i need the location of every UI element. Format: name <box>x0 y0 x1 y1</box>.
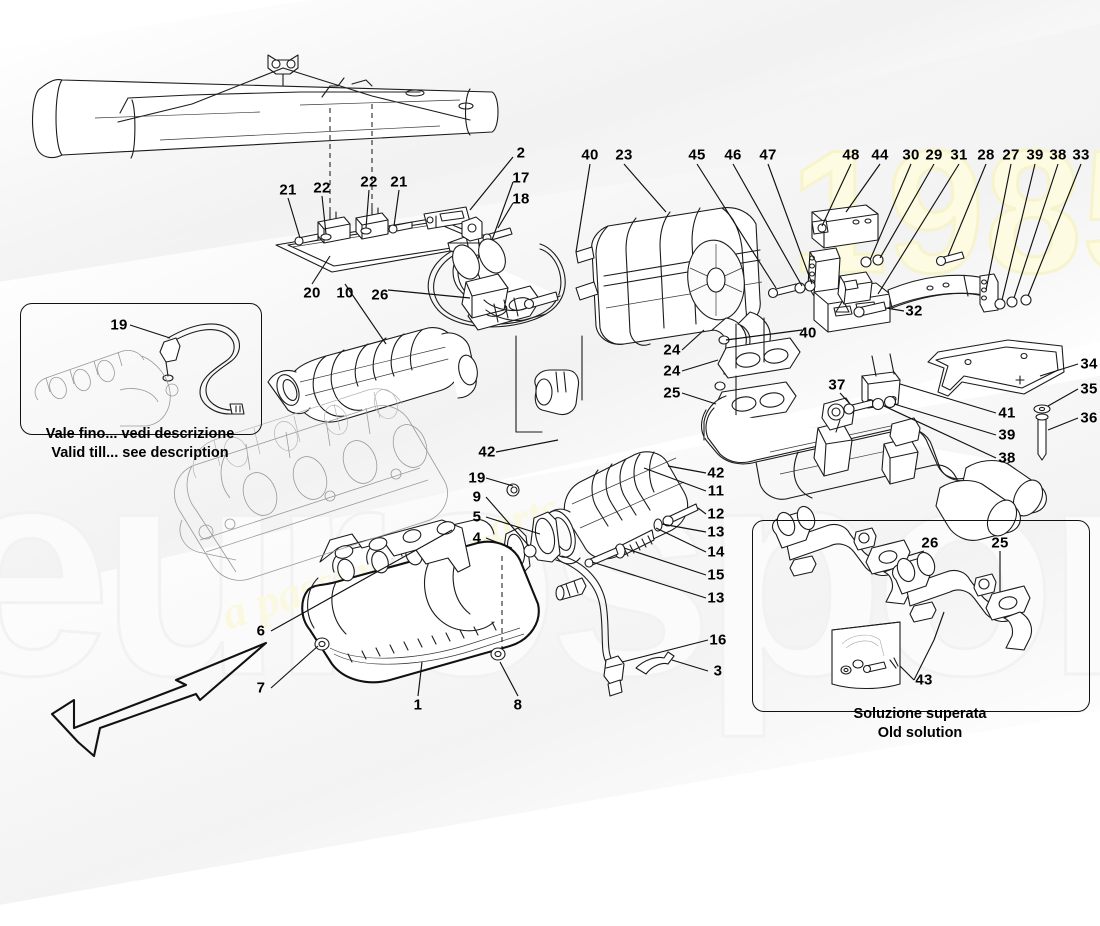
callout-label-41: 41 <box>998 404 1016 422</box>
right-heat-shield <box>843 339 1065 461</box>
callout-label-3: 3 <box>713 662 723 680</box>
callout-label-29: 29 <box>925 146 943 164</box>
callout-label-17: 17 <box>512 169 530 187</box>
callout-label-26: 26 <box>371 286 389 304</box>
callout-label-40: 40 <box>581 146 599 164</box>
callout-label-48: 48 <box>842 146 860 164</box>
callout-label-16: 16 <box>709 631 727 649</box>
callout-label-44: 44 <box>871 146 889 164</box>
callout-label-21: 21 <box>390 173 408 191</box>
callout-label-13: 13 <box>707 589 725 607</box>
callout-label-26: 26 <box>921 534 939 552</box>
callout-label-40: 40 <box>799 324 817 342</box>
callout-label-12: 12 <box>707 505 725 523</box>
callout-label-25: 25 <box>991 534 1009 552</box>
rear-crossmember-assembly <box>32 54 499 247</box>
callout-label-35: 35 <box>1080 380 1098 398</box>
front-pipe-assembly <box>452 238 583 433</box>
callout-label-18: 18 <box>512 190 530 208</box>
exhaust-manifold <box>301 519 540 684</box>
callout-label-27: 27 <box>1002 146 1020 164</box>
callout-label-39: 39 <box>1026 146 1044 164</box>
callout-label-22: 22 <box>360 173 378 191</box>
inset-valid-till-frame <box>20 303 262 435</box>
callout-label-38: 38 <box>1049 146 1067 164</box>
exhaust-gaskets <box>713 317 801 423</box>
callout-label-11: 11 <box>707 482 725 500</box>
callout-label-23: 23 <box>615 146 633 164</box>
rear-link-pipe <box>700 395 1047 541</box>
callout-label-42: 42 <box>478 443 496 461</box>
caption-english: Valid till... see description <box>51 444 229 461</box>
inset-old-solution-artwork <box>771 505 1033 689</box>
callout-label-1: 1 <box>413 696 423 714</box>
callout-label-13: 13 <box>707 523 725 541</box>
callout-label-31: 31 <box>950 146 968 164</box>
callout-label-24: 24 <box>663 341 681 359</box>
small-parts-group <box>423 206 566 328</box>
callout-label-22: 22 <box>313 179 331 197</box>
callout-label-43: 43 <box>915 671 933 689</box>
inset-valid-till-caption: Vale fino... vedi descrizione Valid till… <box>46 425 235 462</box>
callout-label-4: 4 <box>472 529 482 547</box>
callout-label-21: 21 <box>279 181 297 199</box>
callout-label-24: 24 <box>663 362 681 380</box>
callout-label-19: 19 <box>468 469 486 487</box>
callout-label-2: 2 <box>516 144 526 162</box>
callout-label-20: 20 <box>303 284 321 302</box>
caption-italian: Soluzione superata <box>853 706 987 722</box>
callout-label-30: 30 <box>902 146 920 164</box>
callout-label-10: 10 <box>336 284 354 302</box>
callout-label-42: 42 <box>707 464 725 482</box>
callout-label-9: 9 <box>472 488 482 506</box>
inset-valid-till-artwork <box>34 323 245 427</box>
callout-label-28: 28 <box>977 146 995 164</box>
callout-label-45: 45 <box>688 146 706 164</box>
callout-label-47: 47 <box>759 146 777 164</box>
callout-label-34: 34 <box>1080 355 1098 373</box>
callout-label-5: 5 <box>472 508 482 526</box>
callout-label-32: 32 <box>905 302 923 320</box>
mounting-bracket-assembly <box>767 204 1032 333</box>
callout-label-7: 7 <box>256 679 266 697</box>
caption-italian: Vale fino... vedi descrizione <box>45 426 235 442</box>
flexible-exhaust-pipe <box>501 451 699 697</box>
callout-label-15: 15 <box>707 566 725 584</box>
callout-label-46: 46 <box>724 146 742 164</box>
diagram-artwork <box>32 54 1082 758</box>
callout-label-39: 39 <box>998 426 1016 444</box>
callout-label-8: 8 <box>513 696 523 714</box>
inset-old-solution-frame <box>752 520 1090 712</box>
callout-label-25: 25 <box>663 384 681 402</box>
callout-label-38: 38 <box>998 449 1016 467</box>
inset-old-solution-caption: Soluzione superata Old solution <box>854 705 987 742</box>
callout-label-19: 19 <box>110 316 128 334</box>
caption-english: Old solution <box>877 724 963 741</box>
callout-label-36: 36 <box>1080 409 1098 427</box>
catalytic-converter <box>267 327 478 423</box>
direction-arrow <box>50 641 268 758</box>
callout-label-33: 33 <box>1072 146 1090 164</box>
callout-label-6: 6 <box>256 622 266 640</box>
callout-label-14: 14 <box>707 543 725 561</box>
engine-head-ghost <box>174 388 448 581</box>
callout-label-37: 37 <box>828 376 846 394</box>
